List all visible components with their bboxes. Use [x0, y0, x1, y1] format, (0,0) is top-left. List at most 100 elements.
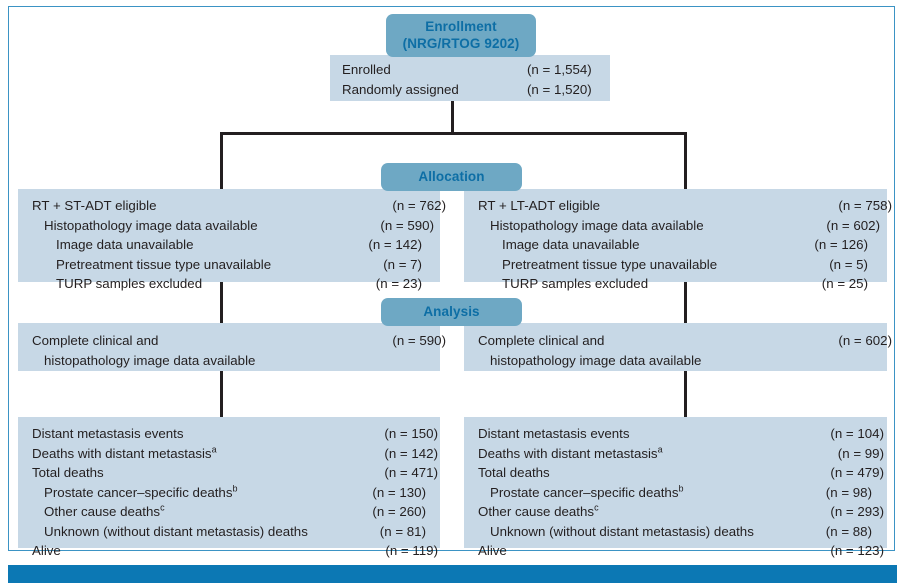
flow-row-count: (n = 142): [368, 237, 422, 252]
flow-row-label: TURP samples excluded: [502, 276, 649, 291]
connector-split-horizontal: [220, 132, 687, 135]
flow-row: Pretreatment tissue type unavailable (n =…: [478, 255, 887, 275]
flow-row: Pretreatment tissue type unavailable (n =…: [32, 255, 440, 275]
flow-row-label: Alive: [32, 543, 61, 558]
flow-row-count: (n = 1,554): [527, 62, 592, 77]
flow-row-count: (n = 23): [375, 276, 422, 291]
flow-row-count: (n = 81): [379, 523, 426, 539]
flow-row: Total deaths(n = 479): [478, 463, 887, 483]
flow-row: Distant metastasis events (n = 150): [32, 424, 440, 444]
analysis-box-st-adt: Complete clinical and (n = 590) histopatho…: [18, 323, 446, 371]
flow-row: histopathology image data available: [32, 351, 440, 371]
flow-row-label: Pretreatment tissue type unavailable: [502, 256, 718, 272]
flow-row: RT + ST-ADT eligible (n = 762): [32, 196, 446, 216]
flow-row-label: Histopathology image data available: [490, 217, 704, 233]
flow-row-label: Complete clinical and: [478, 333, 605, 348]
bottom-accent-bar: [8, 565, 897, 583]
flow-row: Total deaths (n = 471): [32, 463, 440, 483]
flow-row-label: Distant metastasis events: [32, 426, 184, 441]
flow-row: Histopathology image data available (n = …: [478, 216, 887, 236]
flow-row-count: (n = 471): [384, 465, 438, 480]
flow-row-label: Complete clinical and: [32, 333, 159, 348]
flow-row-label: RT + LT-ADT eligible: [478, 198, 601, 213]
flow-row: Alive (n = 119): [32, 541, 440, 561]
flow-row-count: (n = 99): [837, 445, 884, 461]
footnote-marker: c: [594, 502, 599, 513]
flow-row: Complete clinical and (n = 602): [478, 331, 892, 351]
connector-split-left-down: [220, 132, 223, 190]
flow-row: Prostate cancer–specific deathsb (n = 98): [478, 483, 887, 503]
flow-row-count: (n = 119): [385, 543, 438, 558]
flow-row-label: Histopathology image data available: [44, 217, 258, 233]
flow-row: Other cause deathsc (n = 293): [478, 502, 887, 522]
flow-row: Alive (n = 123): [478, 541, 887, 561]
flow-row-label: Randomly assigned: [342, 81, 459, 97]
connector-analysis-outcome-left: [220, 370, 223, 418]
flow-row: Image data unavailable (n = 126): [478, 235, 887, 255]
flow-row: histopathology image data available: [478, 351, 887, 371]
flow-row: TURP samples excluded (n = 23): [32, 274, 440, 294]
flow-row-count: (n = 590): [392, 333, 446, 348]
flow-row-count: (n = 104): [830, 426, 884, 441]
flow-row: RT + LT-ADT eligible (n = 758): [478, 196, 892, 216]
stage-enrollment-line1: Enrollment: [425, 19, 497, 34]
connector-alloc-analysis-right: [684, 281, 687, 324]
connector-enrollment-down: [451, 100, 454, 134]
allocation-box-lt-adt: RT + LT-ADT eligible (n = 758) Histopathol…: [464, 189, 892, 291]
stage-enrollment-line2: (NRG/RTOG 9202): [402, 36, 520, 51]
flow-row-count: (n = 758): [838, 198, 892, 213]
flow-row-count: (n = 150): [384, 426, 438, 441]
flow-row-count: (n = 7): [383, 256, 422, 272]
footnote-marker: a: [211, 444, 217, 455]
flow-row: Deaths with distant metastasisa (n = 142): [32, 444, 440, 464]
connector-analysis-outcome-right: [684, 370, 687, 418]
flow-row-label: RT + ST-ADT eligible: [32, 198, 157, 213]
flow-row: Complete clinical and (n = 590): [32, 331, 446, 351]
footnote-marker: c: [160, 502, 165, 513]
connector-split-right-down: [684, 132, 687, 190]
flow-row-label: Deaths with distant metastasisa: [478, 444, 663, 461]
flow-row-count: (n = 142): [384, 445, 438, 461]
stage-pill-enrollment: Enrollment (NRG/RTOG 9202): [386, 14, 536, 57]
stage-pill-allocation: Allocation: [381, 163, 522, 191]
flow-row-count: (n = 98): [825, 484, 872, 500]
flow-row-label: Pretreatment tissue type unavailable: [56, 256, 272, 272]
stage-allocation-label: Allocation: [418, 169, 485, 184]
flow-row: Other cause deathsc(n = 260): [32, 502, 440, 522]
flow-row-count: (n = 762): [392, 198, 446, 213]
flow-row-label: Unknown (without distant metastasis) dea…: [44, 523, 308, 539]
flow-row-label: Distant metastasis events: [478, 426, 630, 441]
connector-alloc-analysis-left: [220, 281, 223, 324]
flow-row-label: histopathology image data available: [44, 352, 256, 368]
footnote-marker: b: [678, 483, 684, 494]
flow-row-label: Other cause deathsc: [478, 502, 599, 519]
flow-row: Deaths with distant metastasisa (n = 99): [478, 444, 887, 464]
flow-row: Prostate cancer–specific deathsb (n = 130…: [32, 483, 440, 503]
flow-row: TURP samples excluded(n = 25): [478, 274, 887, 294]
flow-row-count: (n = 5): [829, 256, 868, 272]
flow-row-label: Alive: [478, 543, 507, 558]
flow-row-count: (n = 130): [372, 484, 426, 500]
outcomes-box-st-adt: Distant metastasis events (n = 150) Deaths…: [18, 417, 440, 558]
flow-row-label: Total deaths: [478, 465, 550, 480]
allocation-box-st-adt: RT + ST-ADT eligible (n = 762) Histopathol…: [18, 189, 446, 291]
flow-row-count: (n = 602): [826, 217, 880, 233]
flow-row-label: Deaths with distant metastasisa: [32, 444, 217, 461]
flow-row-label: TURP samples excluded: [56, 276, 203, 291]
footnote-marker: a: [657, 444, 663, 455]
flow-row-count: (n = 590): [380, 217, 434, 233]
flow-row-count: (n = 126): [814, 237, 868, 252]
footnote-marker: b: [232, 483, 238, 494]
flow-row-label: Image data unavailable: [502, 237, 640, 252]
flow-row-label: Prostate cancer–specific deathsb: [490, 483, 684, 500]
flow-row-count: (n = 602): [838, 333, 892, 348]
flow-row-label: Image data unavailable: [56, 237, 194, 252]
flow-row-count: (n = 88): [825, 523, 872, 539]
flow-row: Randomly assigned(n = 1,520): [342, 80, 600, 100]
flow-row-count: (n = 293): [830, 504, 884, 519]
flow-row-count: (n = 123): [830, 543, 884, 558]
flow-row-label: Total deaths: [32, 465, 104, 480]
flow-row-label: Prostate cancer–specific deathsb: [44, 483, 238, 500]
flow-row-label: histopathology image data available: [490, 352, 702, 368]
